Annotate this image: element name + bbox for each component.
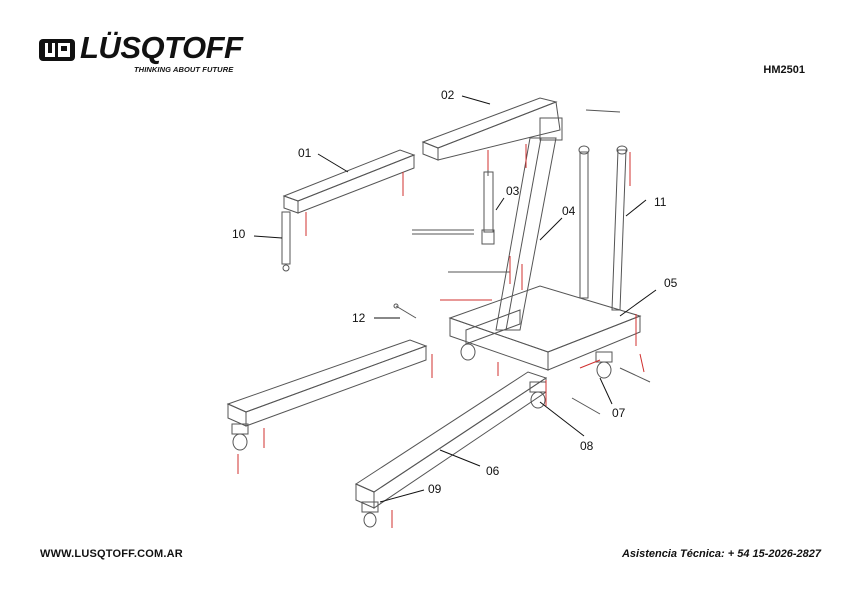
part-label-03: 03 xyxy=(506,184,520,198)
part-label-02: 02 xyxy=(441,88,455,102)
brand-name: LÜSQTOFF xyxy=(80,30,243,65)
part-08-rear-castor xyxy=(529,381,547,409)
part-01-extension-boom xyxy=(282,149,416,214)
part-label-10: 10 xyxy=(232,227,246,241)
hardware-pin xyxy=(585,109,621,113)
part-04-mast xyxy=(495,137,557,331)
part-05-base-frame xyxy=(448,285,642,371)
part-labels: 01 02 03 04 05 06 07 08 09 10 11 12 xyxy=(232,88,678,496)
front-castor-left xyxy=(231,423,249,451)
fasteners xyxy=(237,144,645,528)
part-label-01: 01 xyxy=(298,146,312,160)
part-06-right-leg xyxy=(354,371,548,509)
logo-emblem-icon xyxy=(39,39,75,61)
base-castor xyxy=(460,343,476,361)
crane-structure xyxy=(226,97,651,528)
part-label-07: 07 xyxy=(612,406,626,420)
part-label-12: 12 xyxy=(352,311,366,325)
part-10-chain-hook xyxy=(281,211,291,272)
footer-support-phone: Asistencia Técnica: + 54 15-2026-2827 xyxy=(621,548,821,560)
handle-bracket xyxy=(619,367,651,383)
model-number: HM2501 xyxy=(763,64,805,76)
hardware-bolt-2 xyxy=(571,397,601,415)
part-06-left-leg xyxy=(226,339,428,427)
brand-tagline: THINKING ABOUT FUTURE xyxy=(134,65,234,74)
leader-lines xyxy=(253,95,657,503)
part-label-08: 08 xyxy=(580,439,594,453)
part-label-09: 09 xyxy=(428,482,442,496)
part-label-11: 11 xyxy=(654,195,667,209)
part-12-lock-pin xyxy=(393,303,417,319)
brand-logo: LÜSQTOFF THINKING ABOUT FUTURE xyxy=(38,30,248,78)
part-09-front-castor xyxy=(361,501,379,528)
part-label-06: 06 xyxy=(486,464,500,478)
part-03-hydraulic-ram xyxy=(481,168,495,245)
part-label-04: 04 xyxy=(562,204,576,218)
part-02-main-boom xyxy=(421,97,563,161)
footer-website: WWW.LUSQTOFF.COM.AR xyxy=(40,548,183,560)
part-07-rear-castor xyxy=(595,351,613,379)
part-11-support-arms xyxy=(578,145,628,311)
part-label-05: 05 xyxy=(664,276,678,290)
